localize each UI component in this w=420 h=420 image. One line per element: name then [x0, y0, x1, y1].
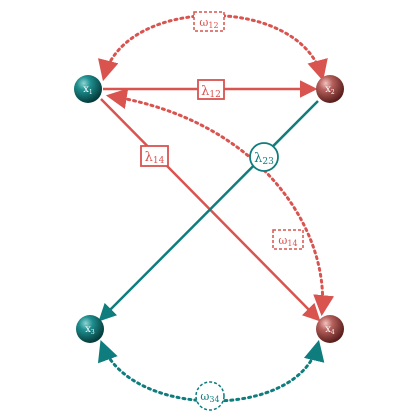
node-x2: x2 — [316, 75, 344, 103]
svg-text:x1: x1 — [83, 84, 92, 96]
lambda23-edge — [98, 100, 319, 322]
lambda23-label: λ23 — [249, 142, 279, 172]
omega12-label: ω12 — [193, 11, 225, 32]
svg-text:λ12: λ12 — [201, 84, 221, 100]
node-x4: x4 — [316, 315, 344, 343]
omega14-arc — [105, 88, 335, 317]
lambda14-label: λ14 — [140, 145, 169, 167]
svg-text:ω12: ω12 — [199, 16, 218, 30]
svg-text:ω34: ω34 — [200, 390, 219, 404]
lambda12-label: λ12 — [197, 79, 225, 100]
svg-text:x2: x2 — [325, 84, 335, 96]
svg-text:x3: x3 — [85, 324, 95, 336]
svg-text:λ14: λ14 — [145, 150, 165, 166]
node-x3: x3 — [76, 315, 104, 343]
svg-text:ω14: ω14 — [278, 234, 297, 248]
omega14-label: ω14 — [272, 229, 304, 250]
node-x1: x1 — [74, 75, 102, 103]
svg-text:x4: x4 — [325, 324, 335, 336]
omega34-label: ω34 — [195, 381, 225, 411]
svg-text:λ23: λ23 — [254, 151, 274, 167]
